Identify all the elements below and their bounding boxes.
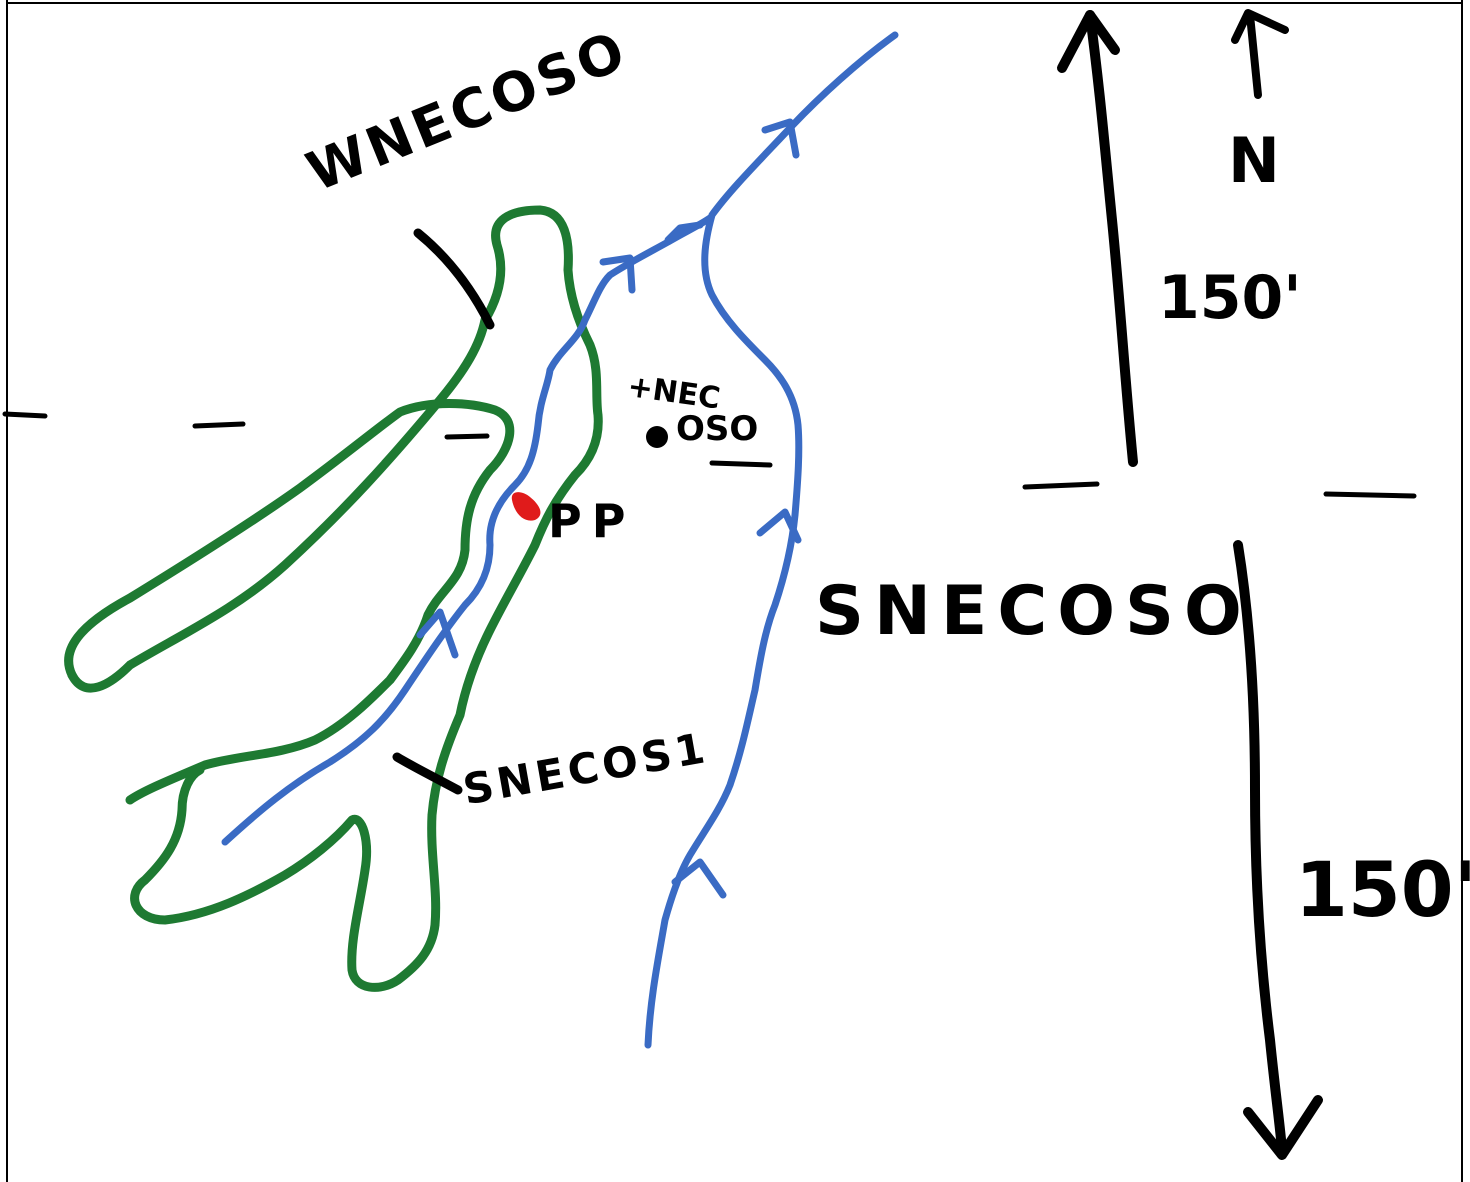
wnecoso-leader — [413, 228, 495, 330]
snecoso-label: SNECOSO — [815, 572, 1252, 651]
stream-arrow — [761, 118, 800, 159]
distance-arrow-south-icon — [1233, 540, 1323, 1160]
pp-red-point — [511, 492, 541, 521]
stream-western — [221, 214, 714, 846]
distance-north-label: 150' — [1158, 263, 1302, 333]
label-leader-lines — [392, 228, 495, 795]
stream-arrow — [664, 221, 704, 244]
north-arrow-icon — [1231, 9, 1289, 99]
frame-border — [6, 0, 1463, 1182]
pp-label: PP — [548, 494, 636, 548]
green-contour-upper — [67, 205, 603, 992]
oso-label: OSO — [676, 409, 759, 449]
nec-oso-point — [646, 426, 668, 448]
stream-arrow — [756, 508, 802, 544]
snecos1-leader — [392, 752, 463, 795]
north-label: N — [1228, 124, 1280, 197]
dashed-reference-line — [2, 411, 1417, 499]
stream-arrow — [671, 858, 727, 899]
green-contour-loop — [64, 399, 515, 805]
stream-main-trunk — [644, 31, 899, 1049]
stream-arrow — [599, 254, 636, 294]
stream-network — [221, 31, 899, 1049]
distance-arrow-north-icon — [1057, 10, 1138, 467]
distance-south-label: 150' — [1295, 845, 1470, 934]
stream-arrow — [416, 608, 459, 659]
